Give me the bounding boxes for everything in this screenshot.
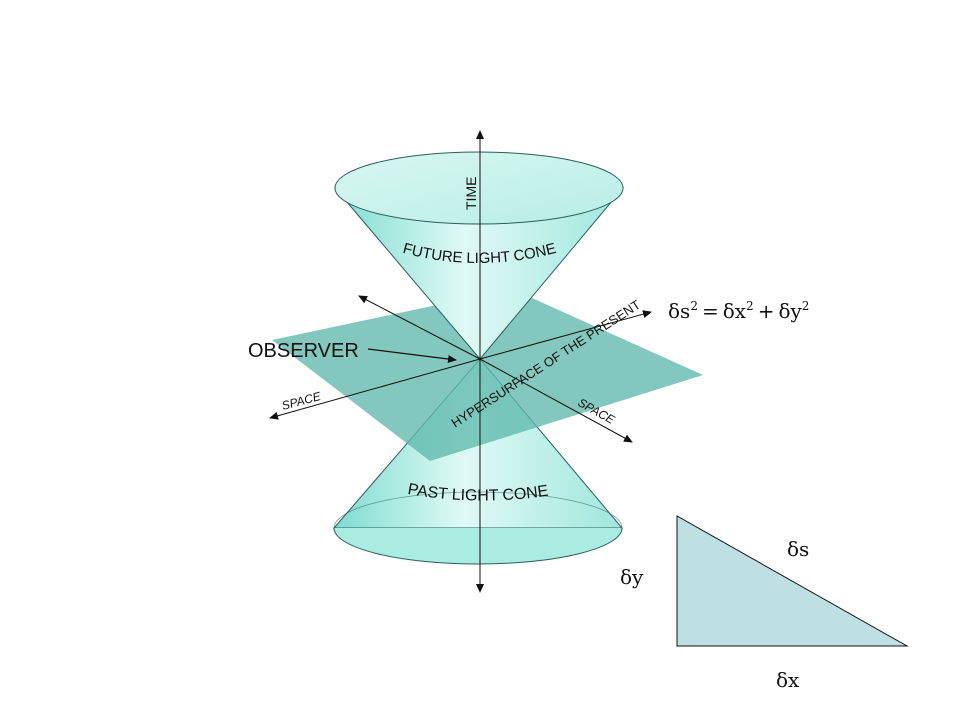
future-light-cone: [333, 151, 625, 360]
observer-pointer: [367, 348, 457, 363]
time-label: TIME: [463, 177, 479, 210]
hypersurface-plane: [272, 289, 703, 461]
triangle-hypotenuse-label: δs: [787, 537, 809, 561]
metric-equation: δs2=δx2+δy2: [668, 299, 809, 323]
past-light-cone-label: PAST LIGHT CONE: [407, 481, 550, 505]
right-triangle: [676, 515, 909, 647]
observer-label: OBSERVER: [248, 340, 359, 362]
triangle-horizontal-label: δx: [776, 668, 800, 692]
space-axis-upper-left: [358, 295, 481, 360]
space-axis-upper-right: [479, 310, 652, 360]
space-axis-left-lower: [269, 358, 481, 420]
triangle-vertical-label: δy: [620, 565, 644, 589]
space-axis-lower-right: [479, 358, 633, 443]
